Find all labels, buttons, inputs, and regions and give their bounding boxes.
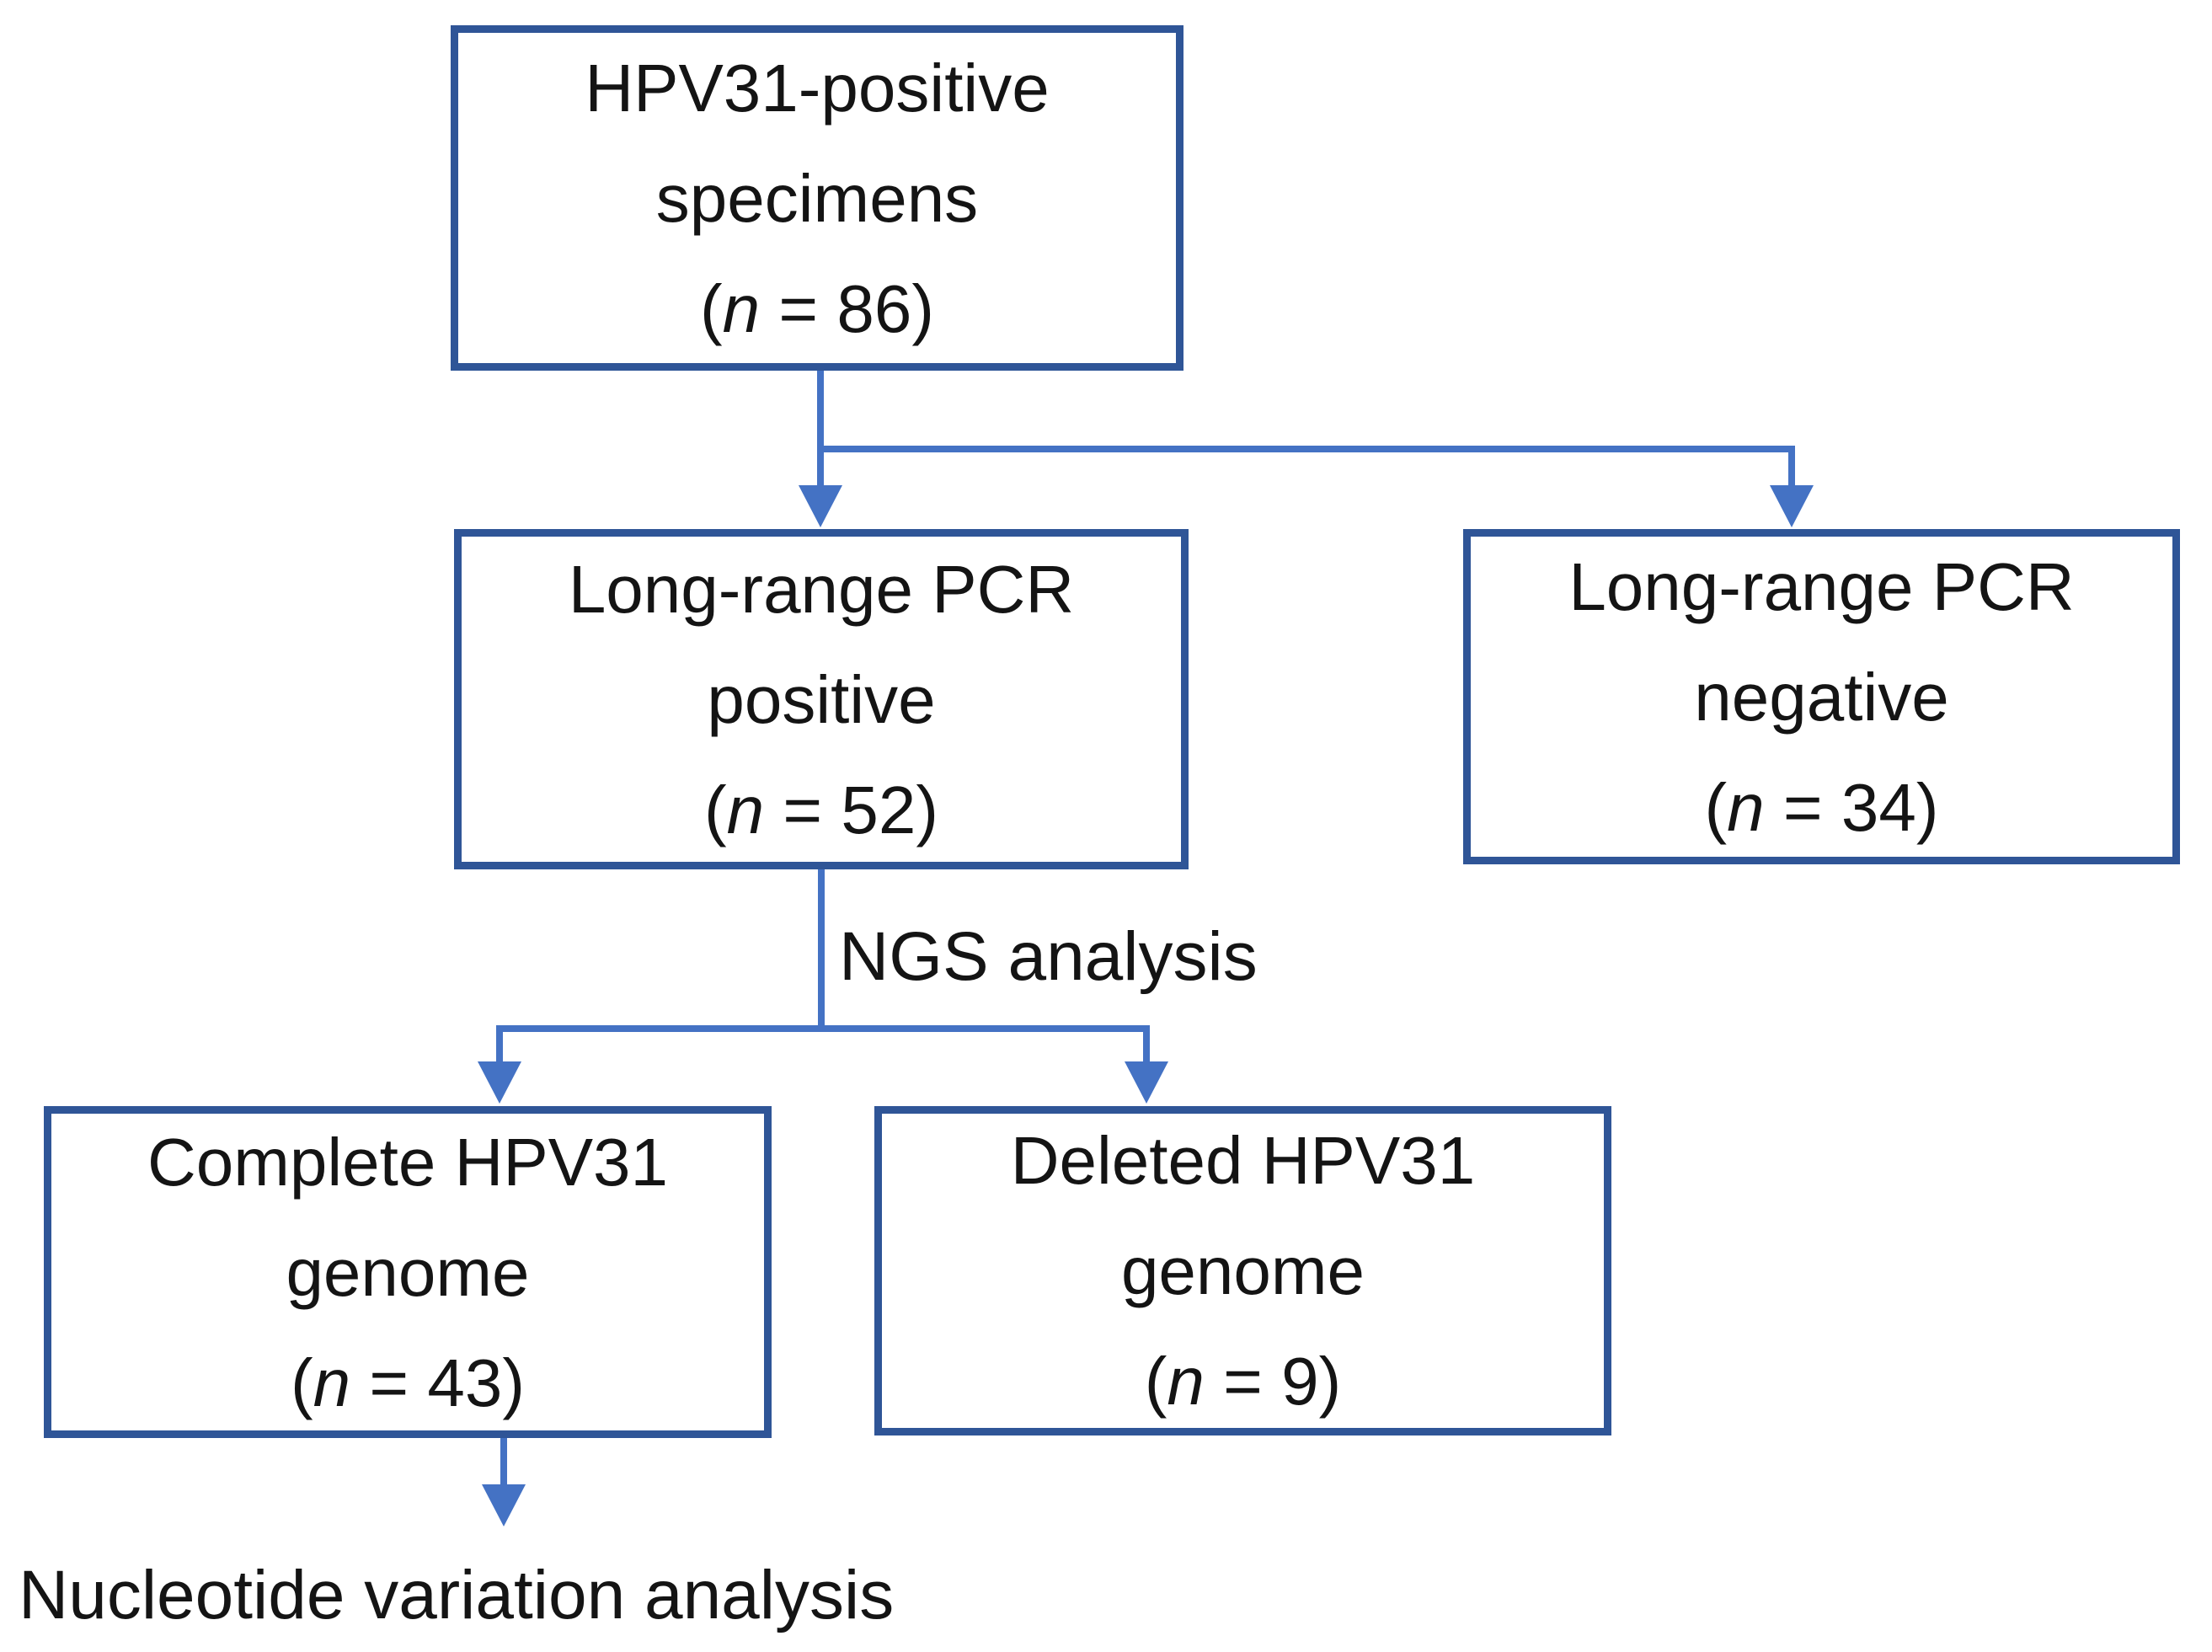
node-line: Long-range PCR (568, 551, 1075, 627)
terminal-label-nucleotide-variation-analysis: Nucleotide variation analysis (19, 1557, 895, 1633)
node-complete-hpv31-genome: Complete HPV31 genome (n = 43) (44, 1106, 772, 1438)
n-variable: n (1167, 1344, 1205, 1419)
count-value: = 52) (764, 772, 938, 847)
n-variable: n (726, 772, 765, 847)
arrowhead-to-nucleotide (482, 1484, 526, 1526)
node-line: Long-range PCR (1568, 548, 2075, 624)
count-value: = 43) (350, 1345, 525, 1420)
edge-label-ngs-analysis: NGS analysis (839, 918, 1258, 995)
arrowhead-to-positive (799, 485, 842, 527)
count-value: = 86) (760, 270, 934, 346)
node-line: Complete HPV31 (147, 1124, 669, 1200)
node-count: (n = 52) (704, 755, 938, 865)
node-line: HPV31-positive (585, 50, 1050, 126)
paren-open: ( (1144, 1344, 1167, 1419)
node-deleted-hpv31-genome: Deleted HPV31 genome (n = 9) (874, 1106, 1611, 1435)
node-count: (n = 86) (700, 254, 934, 364)
count-value: = 34) (1764, 769, 1939, 845)
arrowhead-to-complete (478, 1061, 521, 1104)
node-line: genome (286, 1234, 530, 1310)
arrowhead-to-deleted (1125, 1061, 1168, 1104)
connector-top-to-negative (817, 366, 1795, 492)
node-hpv31-positive-specimens: HPV31-positive specimens (n = 86) (451, 25, 1183, 371)
node-line: genome (1120, 1233, 1365, 1308)
n-variable: n (1727, 769, 1765, 845)
count-value: = 9) (1204, 1344, 1342, 1419)
n-variable: n (722, 270, 761, 346)
paren-open: ( (1704, 769, 1728, 845)
arrowhead-to-negative (1770, 485, 1814, 527)
node-line: Deleted HPV31 (1010, 1123, 1476, 1198)
paren-open: ( (704, 772, 727, 847)
paren-open: ( (700, 270, 723, 346)
node-line: positive (707, 661, 936, 737)
node-long-range-pcr-negative: Long-range PCR negative (n = 34) (1463, 529, 2180, 864)
node-count: (n = 43) (291, 1328, 525, 1438)
n-variable: n (313, 1345, 351, 1420)
node-long-range-pcr-positive: Long-range PCR positive (n = 52) (454, 529, 1189, 869)
node-line: specimens (655, 160, 979, 236)
node-count: (n = 9) (1145, 1326, 1341, 1436)
node-line: negative (1694, 659, 1949, 735)
node-count: (n = 34) (1705, 752, 1939, 863)
paren-open: ( (291, 1345, 313, 1420)
